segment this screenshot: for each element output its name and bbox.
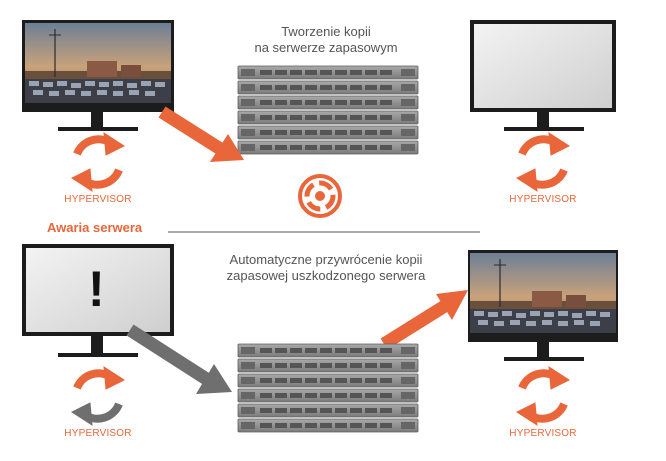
sync-arrows-icon-bottom-right <box>517 367 569 425</box>
monitor-with-photo-top-left <box>22 20 174 131</box>
bottom-caption-line1: Automatyczne przywrócenie kopii <box>229 252 423 267</box>
sync-arrows-icon-bottom-left <box>70 366 126 426</box>
monitor-with-photo-bottom-right <box>468 250 618 361</box>
hypervisor-label-top-left: HYPERVISOR <box>64 194 132 205</box>
section-heading: Awaria serwera <box>47 220 143 235</box>
sync-arrows-icon-top-right <box>517 133 569 191</box>
sync-arrows-icon-top-left <box>72 133 124 191</box>
transfer-arrow-bottom-orange <box>380 290 468 350</box>
hypervisor-label-top-right: HYPERVISOR <box>509 194 577 205</box>
bottom-caption: Automatyczne przywrócenie kopii zapasowe… <box>210 252 442 284</box>
top-caption: Tworzenie kopii na serwerze zapasowym <box>236 24 416 56</box>
transfer-arrow-bottom-gray <box>126 324 232 394</box>
server-rack-top <box>237 65 419 155</box>
top-caption-line1: Tworzenie kopii <box>281 24 371 39</box>
blank-monitor-top-right <box>470 20 616 131</box>
failure-exclamation: ! <box>88 261 105 317</box>
hypervisor-label-bottom-right: HYPERVISOR <box>509 428 577 439</box>
transfer-arrow-top <box>158 106 244 162</box>
top-caption-line2: na serwerze zapasowym <box>254 40 398 55</box>
bottom-caption-line2: zapasowej uszkodzonego serwera <box>226 268 426 283</box>
backup-ring-icon <box>298 174 342 218</box>
monitor-with-error-bottom-left <box>22 244 174 357</box>
server-rack-bottom <box>237 343 419 433</box>
hypervisor-label-bottom-left: HYPERVISOR <box>64 428 132 439</box>
